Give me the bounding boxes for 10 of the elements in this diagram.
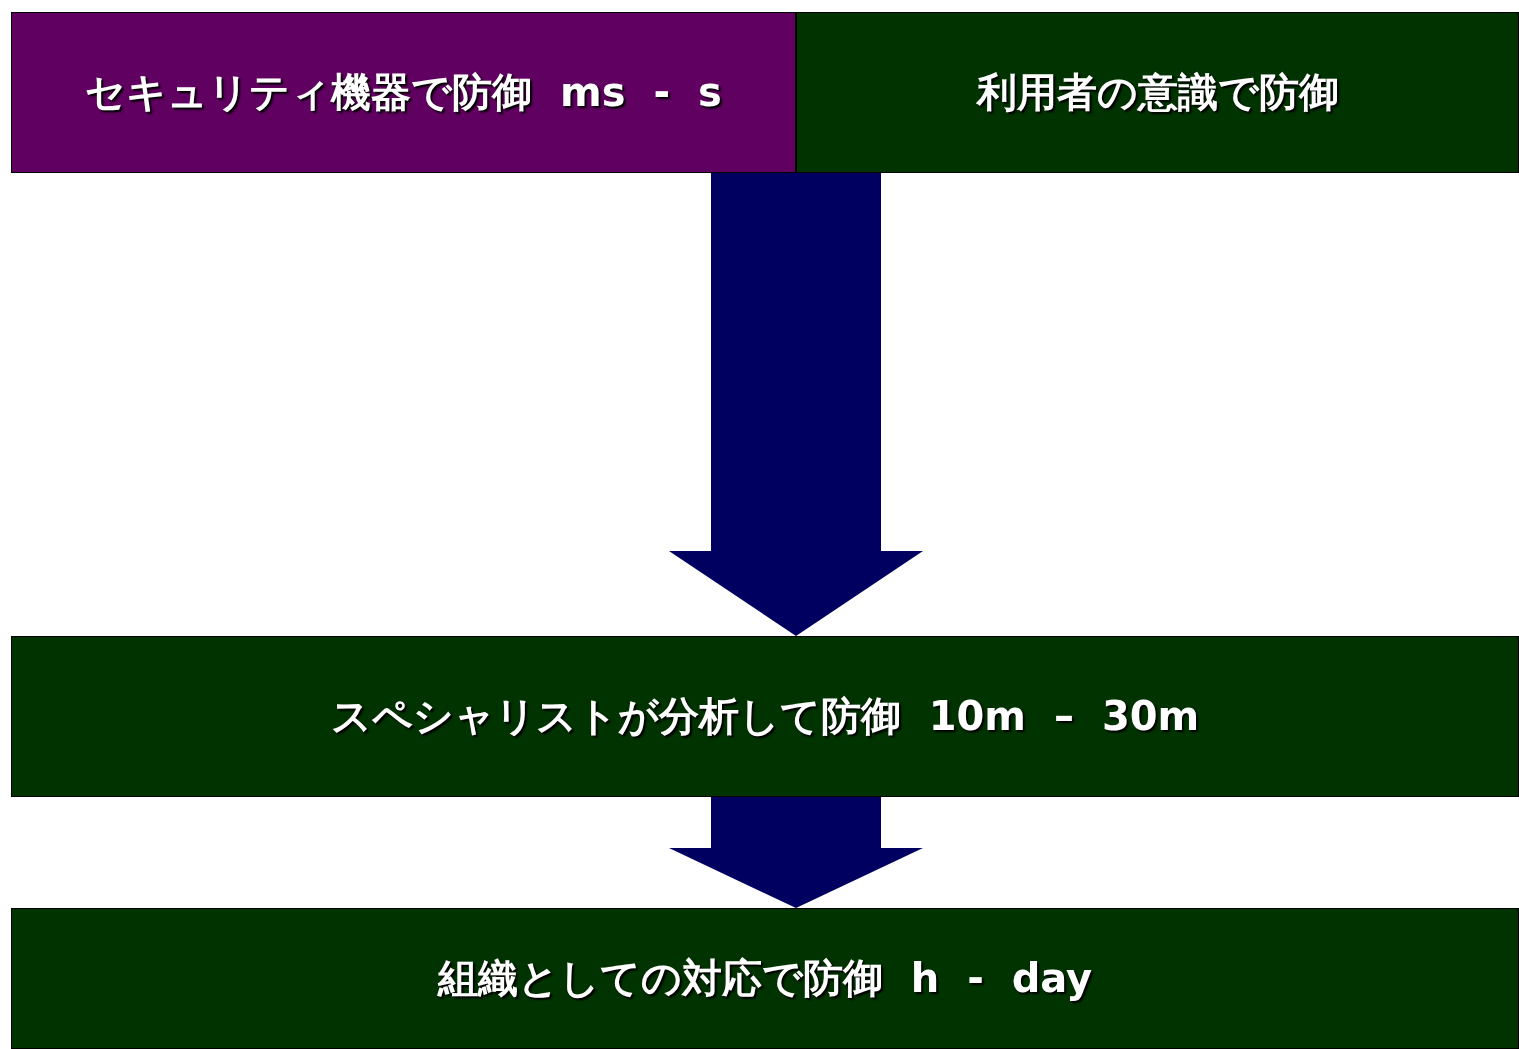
box-label: セキュリティ機器で防御 ms - s bbox=[85, 68, 722, 117]
box-label: 組織としての対応で防御 h - day bbox=[437, 954, 1093, 1003]
process-box bbox=[796, 12, 1519, 173]
box-label: スペシャリストが分析して防御 10m – 30m bbox=[330, 692, 1200, 741]
process-box bbox=[11, 908, 1519, 1049]
process-box bbox=[11, 636, 1519, 797]
box-label: 利用者の意識で防御 bbox=[976, 68, 1339, 117]
block-arrow bbox=[669, 797, 923, 908]
block-arrow bbox=[669, 173, 923, 636]
process-box bbox=[11, 12, 796, 173]
